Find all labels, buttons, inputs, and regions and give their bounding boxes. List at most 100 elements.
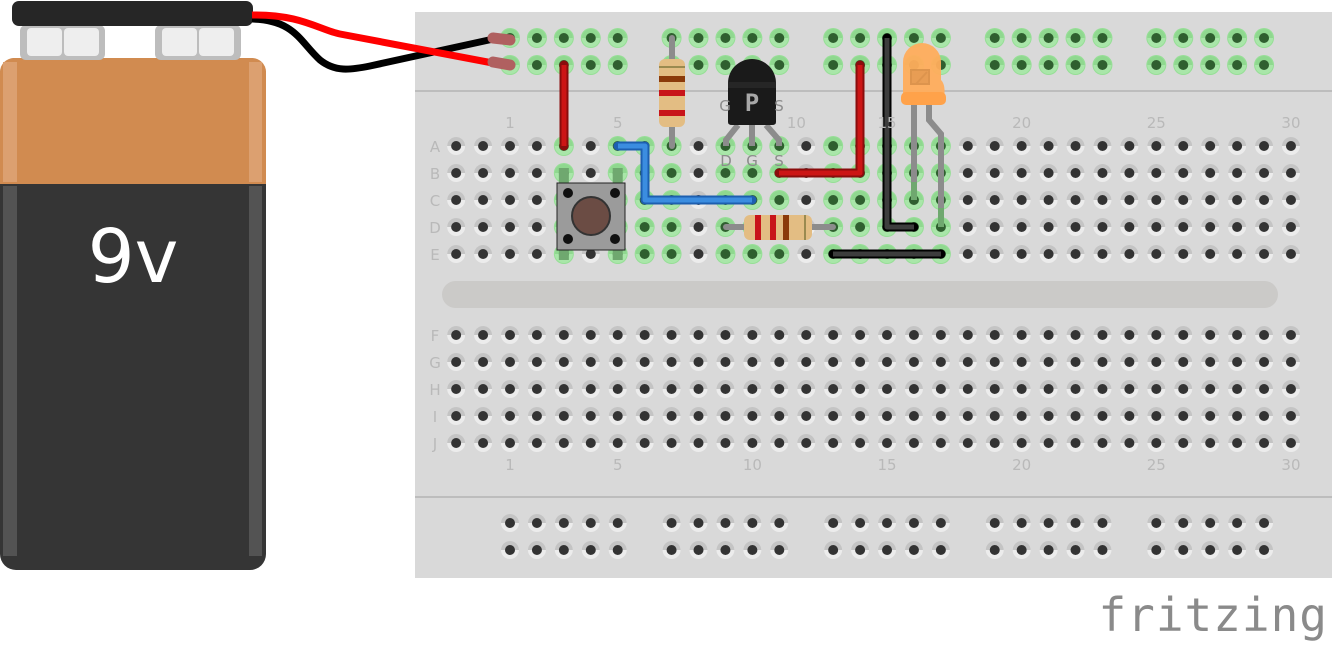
hole-B0[interactable]	[474, 164, 493, 182]
hole-E18[interactable]	[958, 245, 977, 263]
hole-C26[interactable]	[1174, 191, 1193, 209]
hole-D2[interactable]	[527, 218, 546, 236]
hole-J26[interactable]	[1174, 434, 1193, 452]
hole-H26[interactable]	[1174, 380, 1193, 398]
hole-I8[interactable]	[689, 407, 708, 425]
hole-F17[interactable]	[931, 326, 950, 344]
hole-H14[interactable]	[851, 380, 870, 398]
hole-F12[interactable]	[797, 326, 816, 344]
rail-top-2-hole[interactable]	[984, 55, 1005, 75]
hole-B20[interactable]	[1012, 163, 1031, 182]
rail-top-1-hole[interactable]	[1038, 28, 1059, 48]
hole-H18[interactable]	[958, 380, 977, 398]
pushbutton-cap[interactable]	[571, 196, 611, 236]
hole-C28[interactable]	[1228, 191, 1247, 209]
hole-A30[interactable]	[1281, 137, 1300, 155]
hole-F0[interactable]	[474, 326, 493, 344]
rail-bottom-1-hole[interactable]	[743, 514, 762, 532]
hole-G15[interactable]	[878, 353, 897, 371]
rail-top-1-hole[interactable]	[742, 28, 763, 48]
rail-bottom-2-hole[interactable]	[1039, 541, 1058, 559]
rail-top-1-hole[interactable]	[526, 28, 547, 48]
hole-F26[interactable]	[1174, 326, 1193, 344]
hole-G12[interactable]	[797, 353, 816, 371]
battery-9v[interactable]: 9v	[0, 1, 266, 570]
hole-E23[interactable]	[1093, 245, 1112, 263]
rail-bottom-1-hole[interactable]	[985, 514, 1004, 532]
hole-E28[interactable]	[1228, 245, 1247, 263]
rail-top-2-hole[interactable]	[1092, 55, 1113, 75]
hole-J21[interactable]	[1039, 434, 1058, 452]
hole-G2[interactable]	[527, 353, 546, 371]
hole-C27[interactable]	[1201, 191, 1220, 209]
hole-B10[interactable]	[742, 163, 763, 183]
hole-B2[interactable]	[527, 164, 546, 182]
hole-F15[interactable]	[878, 326, 897, 344]
hole-E25[interactable]	[1147, 245, 1166, 263]
hole-C13[interactable]	[823, 190, 844, 210]
hole-C-1[interactable]	[447, 191, 466, 209]
hole-A23[interactable]	[1093, 137, 1112, 155]
rail-bottom-2-hole[interactable]	[716, 541, 735, 559]
hole-C11[interactable]	[769, 190, 790, 210]
rail-top-2-hole[interactable]	[1038, 55, 1059, 75]
hole-J16[interactable]	[904, 434, 923, 452]
hole-H13[interactable]	[824, 380, 843, 398]
hole-D28[interactable]	[1228, 218, 1247, 236]
rail-top-1-hole[interactable]	[1200, 28, 1221, 48]
rail-top-2-hole[interactable]	[1227, 55, 1248, 75]
rail-top-1-hole[interactable]	[984, 28, 1005, 48]
hole-F9[interactable]	[716, 326, 735, 344]
hole-D14[interactable]	[850, 217, 871, 237]
hole-J28[interactable]	[1228, 434, 1247, 452]
hole-J24[interactable]	[1120, 434, 1139, 452]
hole-J7[interactable]	[662, 434, 681, 452]
rail-bottom-1-hole[interactable]	[1039, 514, 1058, 532]
hole-C12[interactable]	[797, 191, 816, 209]
hole-G11[interactable]	[770, 353, 789, 371]
hole-F29[interactable]	[1255, 326, 1274, 344]
hole-I29[interactable]	[1255, 407, 1274, 425]
hole-G23[interactable]	[1093, 353, 1112, 371]
hole-B-1[interactable]	[447, 164, 466, 182]
hole-F20[interactable]	[1012, 325, 1031, 344]
rail-top-2-hole[interactable]	[769, 55, 790, 75]
rail-bottom-1-hole[interactable]	[931, 514, 950, 532]
hole-B27[interactable]	[1201, 164, 1220, 182]
rail-bottom-2-hole[interactable]	[1066, 541, 1085, 559]
hole-E6[interactable]	[634, 244, 655, 264]
rail-top-1-hole[interactable]	[903, 28, 924, 48]
hole-H10[interactable]	[743, 380, 762, 398]
hole-G1[interactable]	[501, 353, 519, 371]
rail-bottom-1-hole[interactable]	[1255, 514, 1274, 532]
hole-A24[interactable]	[1120, 137, 1139, 155]
hole-J9[interactable]	[716, 434, 735, 452]
hole-I25[interactable]	[1147, 407, 1166, 425]
resistor-bottom[interactable]	[723, 215, 836, 240]
hole-J2[interactable]	[527, 434, 546, 452]
hole-J20[interactable]	[1012, 433, 1031, 452]
rail-top-2-hole[interactable]	[688, 55, 709, 75]
hole-F18[interactable]	[958, 326, 977, 344]
pushbutton[interactable]	[556, 182, 626, 251]
hole-F11[interactable]	[770, 326, 789, 344]
hole-G10[interactable]	[743, 353, 762, 371]
hole-G14[interactable]	[851, 353, 870, 371]
hole-A25[interactable]	[1147, 137, 1166, 155]
rail-top-1-hole[interactable]	[1227, 28, 1248, 48]
rail-top-1-hole[interactable]	[607, 28, 628, 48]
hole-D29[interactable]	[1255, 218, 1274, 236]
hole-J5[interactable]	[608, 434, 627, 452]
hole-I23[interactable]	[1093, 407, 1112, 425]
hole-A19[interactable]	[985, 137, 1004, 155]
hole-I22[interactable]	[1066, 407, 1085, 425]
hole-A22[interactable]	[1066, 137, 1085, 155]
rail-bottom-2-hole[interactable]	[501, 541, 519, 559]
rail-bottom-2-hole[interactable]	[1012, 540, 1031, 559]
hole-D24[interactable]	[1120, 218, 1139, 236]
hole-B19[interactable]	[985, 164, 1004, 182]
hole-H25[interactable]	[1147, 380, 1166, 398]
rail-bottom-2-hole[interactable]	[1147, 541, 1166, 559]
rail-top-2-hole[interactable]	[580, 55, 601, 75]
hole-H12[interactable]	[797, 380, 816, 398]
